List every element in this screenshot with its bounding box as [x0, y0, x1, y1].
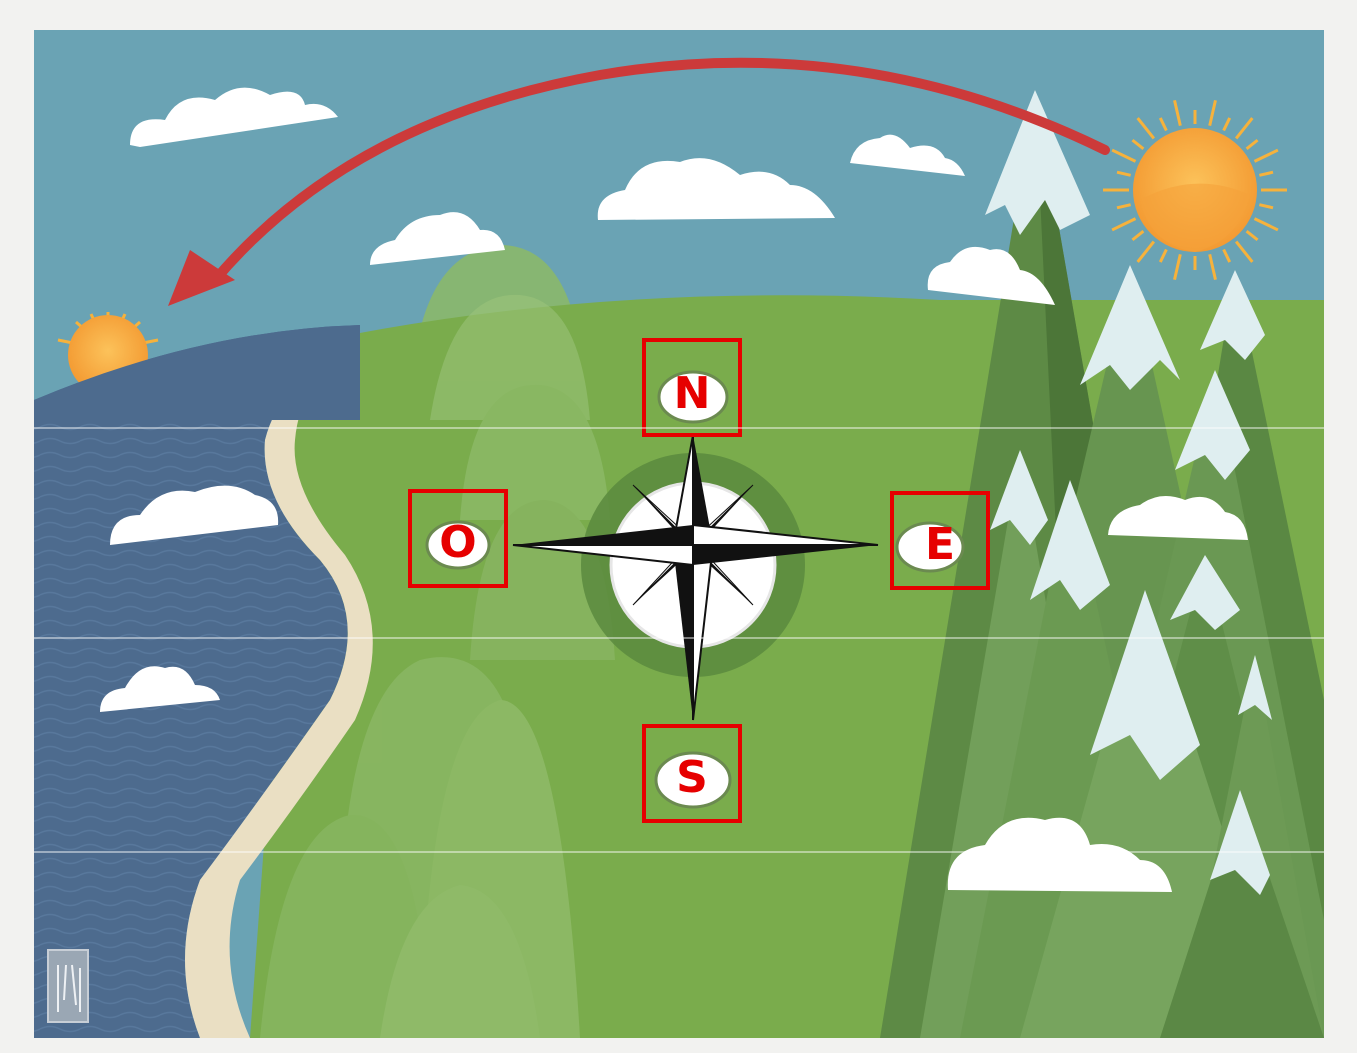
logo-icon [48, 950, 88, 1022]
